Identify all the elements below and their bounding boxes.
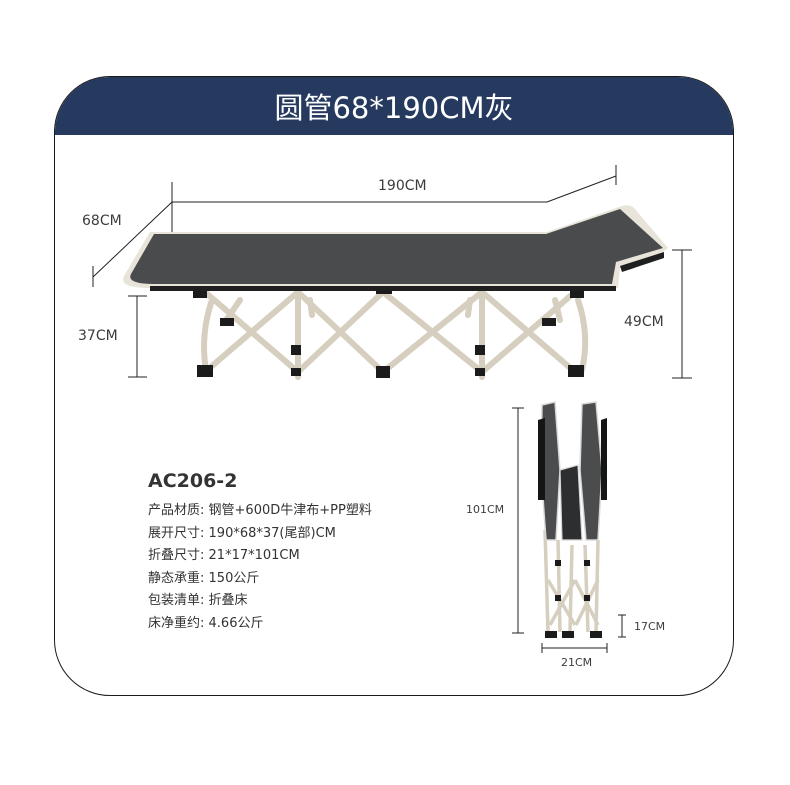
spec-row: 床净重约: 4.66公斤 <box>148 613 372 636</box>
header-banner: 圆管68*190CM灰 <box>55 77 733 135</box>
spec-value: 190*68*37(尾部)CM <box>208 525 336 541</box>
spec-value: 150公斤 <box>208 570 260 586</box>
spec-label: 产品材质: <box>148 503 205 518</box>
spec-value: 21*17*101CM <box>208 548 300 563</box>
dimension-line-folded-depth <box>618 614 626 638</box>
spec-row: 折叠尺寸: 21*17*101CM <box>148 545 372 568</box>
dimension-line-folded-width <box>541 643 608 653</box>
spec-value: 折叠床 <box>208 593 248 608</box>
dimension-label-folded-depth: 17CM <box>634 620 666 633</box>
specs-panel: AC206-2 产品材质: 钢管+600D牛津布+PP塑料 展开尺寸: 190*… <box>148 470 372 635</box>
dimension-label-leg-height: 37CM <box>78 328 118 344</box>
dimension-label-folded-width: 21CM <box>561 656 593 669</box>
spec-label: 静态承重: <box>148 570 205 586</box>
dimension-label-head-height: 49CM <box>624 314 664 330</box>
spec-label: 床净重约: <box>148 615 205 631</box>
header-title: 圆管68*190CM灰 <box>274 91 514 125</box>
unfolded-cot-image <box>123 205 669 380</box>
dimension-line-head-height <box>672 249 692 379</box>
spec-label: 包装清单: <box>148 593 205 608</box>
dimension-line-width <box>92 201 173 287</box>
dimension-label-width: 68CM <box>82 213 122 229</box>
folded-cot-image <box>538 401 607 638</box>
dimension-line-length <box>171 165 617 232</box>
spec-value: 4.66公斤 <box>208 615 264 631</box>
product-card: 圆管68*190CM灰 <box>54 76 734 696</box>
spec-row: 静态承重: 150公斤 <box>148 568 372 591</box>
spec-value: 钢管+600D牛津布+PP塑料 <box>208 503 372 518</box>
spec-row: 产品材质: 钢管+600D牛津布+PP塑料 <box>148 500 372 523</box>
dimension-label-length: 190CM <box>378 178 427 194</box>
dimension-line-leg-height <box>128 295 147 378</box>
spec-row: 包装清单: 折叠床 <box>148 590 372 613</box>
spec-label: 折叠尺寸: <box>148 548 205 563</box>
spec-label: 展开尺寸: <box>148 525 205 541</box>
dimension-line-folded-height <box>512 407 524 634</box>
model-number: AC206-2 <box>148 470 238 492</box>
spec-row: 展开尺寸: 190*68*37(尾部)CM <box>148 523 372 546</box>
dimension-label-folded-height: 101CM <box>466 503 505 516</box>
